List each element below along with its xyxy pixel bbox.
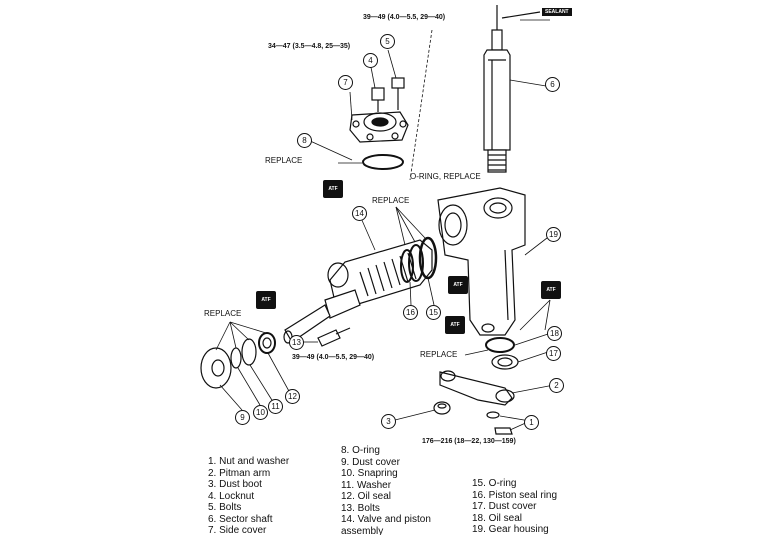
- oring-replace-label: O-RING, REPLACE: [410, 172, 481, 181]
- callout-17: 17: [546, 346, 561, 361]
- legend-item: 14. Valve and piston: [341, 514, 431, 525]
- atf-badge: ATF: [445, 316, 465, 334]
- legend-item: 2. Pitman arm: [208, 467, 271, 479]
- legend-item: 9. Dust cover: [341, 456, 400, 468]
- legend-item: 15. O-ring: [472, 478, 517, 489]
- legend-item: 13. Bolts: [341, 502, 380, 514]
- callout-7: 7: [338, 75, 353, 90]
- legend-item: 11. Washer: [341, 479, 392, 491]
- legend-column-1: 1. Nut and washer 2. Pitman arm 3. Dust …: [208, 456, 289, 535]
- callout-6: 6: [545, 77, 560, 92]
- callout-5: 5: [380, 34, 395, 49]
- callout-18: 18: [547, 326, 562, 341]
- replace-label-dust: REPLACE: [204, 309, 242, 318]
- replace-label-seals: REPLACE: [372, 196, 410, 205]
- callout-4: 4: [363, 53, 378, 68]
- sector-shaft: [483, 5, 541, 173]
- callout-9: 9: [235, 410, 250, 425]
- legend-item: 6. Sector shaft: [208, 513, 273, 525]
- torque-locknut: 34—47 (3.5—4.8, 25—35): [268, 43, 351, 50]
- atf-badge: ATF: [323, 180, 343, 198]
- legend-item: 18. Oil seal: [472, 512, 523, 524]
- callout-16: 16: [403, 305, 418, 320]
- callout-13: 13: [289, 335, 304, 350]
- legend-item: 19. Gear housing: [472, 524, 549, 535]
- callout-1: 1: [524, 415, 539, 430]
- legend-item: 10. Snapring: [341, 468, 398, 479]
- torque-bolts: 39—49 (4.0—5.5, 29—40): [292, 354, 375, 361]
- callout-14: 14: [352, 206, 367, 221]
- atf-badge: ATF: [256, 291, 276, 309]
- legend-item: assembly: [341, 525, 384, 535]
- torque-nut: 176—216 (18—22, 130—159): [422, 438, 516, 445]
- legend-item: 4. Locknut: [208, 490, 255, 502]
- sealant-badge: SEALANT: [542, 8, 572, 16]
- legend-item: 1. Nut and washer: [208, 456, 290, 467]
- callout-11: 11: [268, 399, 283, 414]
- callout-15: 15: [426, 305, 441, 320]
- legend-item: 7. Side cover: [208, 525, 267, 535]
- replace-label-oring: REPLACE: [265, 156, 303, 165]
- atf-badge: ATF: [448, 276, 468, 294]
- torque-bolt-top: 39—49 (4.0—5.5, 29—40): [363, 14, 446, 21]
- pitman-arm: [439, 370, 515, 406]
- legend-column-2: 8. O-ring 9. Dust cover 10. Snapring 11.…: [341, 445, 431, 535]
- legend-item: 3. Dust boot: [208, 479, 262, 490]
- legend-item: 8. O-ring: [341, 445, 380, 456]
- gear-housing: [437, 187, 526, 336]
- callout-19: 19: [546, 227, 561, 242]
- callout-8: 8: [297, 133, 312, 148]
- legend-item: 16. Piston seal ring: [472, 489, 558, 501]
- callout-12: 12: [285, 389, 300, 404]
- valve-piston-assembly: [283, 239, 433, 344]
- callout-10: 10: [253, 405, 268, 420]
- legend-item: 5. Bolts: [208, 502, 242, 513]
- legend-item: 17. Dust cover: [472, 501, 537, 512]
- atf-badge: ATF: [541, 281, 561, 299]
- callout-2: 2: [549, 378, 564, 393]
- legend-column-3: 15. O-ring 16. Piston seal ring 17. Dust…: [472, 478, 557, 535]
- callout-3: 3: [381, 414, 396, 429]
- replace-label-pitman: REPLACE: [420, 350, 458, 359]
- legend-item: 12. Oil seal: [341, 491, 392, 502]
- side-cover: [349, 77, 409, 143]
